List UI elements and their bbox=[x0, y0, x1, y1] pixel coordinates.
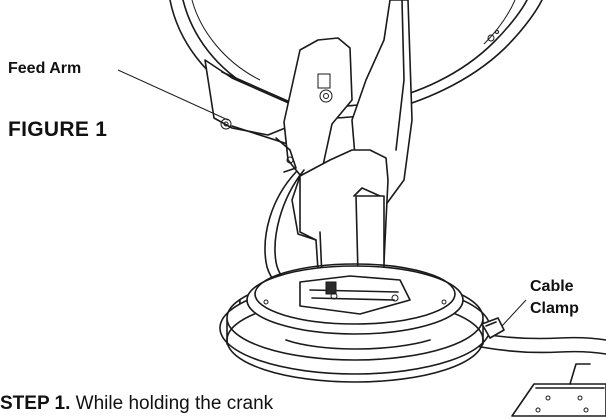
cable-clamp bbox=[481, 317, 505, 339]
step-body: While holding the crank bbox=[70, 393, 274, 414]
cable-clamp-callout: Cable Clamp bbox=[530, 276, 579, 320]
step-instruction: STEP 1. While holding the crank bbox=[0, 393, 273, 415]
leader-lines bbox=[117, 69, 527, 327]
cable-clamp-line2: Clamp bbox=[530, 300, 579, 317]
step-number: STEP 1. bbox=[0, 393, 71, 414]
mounting-plate bbox=[511, 363, 606, 417]
feed-arm-callout: Feed Arm bbox=[8, 60, 82, 77]
elevation-arm bbox=[291, 149, 389, 291]
antenna-base bbox=[219, 263, 491, 383]
cable-clamp-line1: Cable bbox=[530, 278, 574, 295]
cable-clamp-leader bbox=[501, 299, 527, 327]
figure-title: FIGURE 1 bbox=[8, 118, 108, 141]
feed-arm-leader bbox=[117, 69, 229, 121]
